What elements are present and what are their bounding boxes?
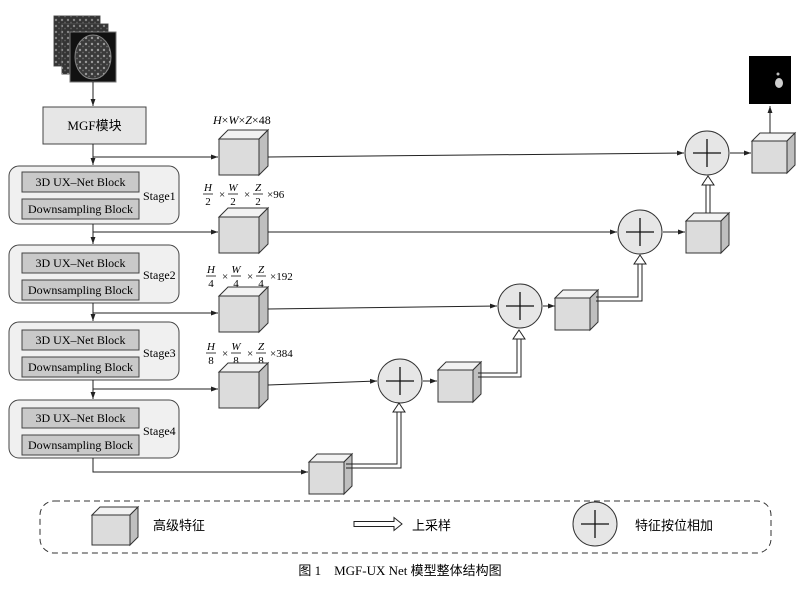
feature-cubes (217, 128, 797, 496)
stage-2-block1-label: 3D UX–Net Block (36, 256, 126, 270)
legend-upsample-icon (353, 516, 403, 532)
bottleneck-cube (307, 452, 354, 496)
svg-text:4: 4 (208, 278, 214, 290)
svg-text:W: W (231, 341, 241, 353)
dim-label-1: H×W×Z×48 (212, 113, 271, 127)
stage-1: 3D UX–Net Block Downsampling Block Stage… (8, 165, 180, 225)
feature-cube-2 (217, 206, 270, 255)
add-circle-3 (617, 209, 663, 255)
legend: 高级特征 上采样 特征按位相加 (39, 500, 772, 554)
svg-text:4: 4 (258, 278, 264, 290)
legend-cube-shape (90, 505, 140, 547)
stage-4-block1-label: 3D UX–Net Block (36, 411, 126, 425)
dim-label-4: H 8 × W 8 × Z 8 ×384 (206, 341, 293, 367)
legend-upsample-label: 上采样 (412, 518, 451, 533)
stage-3-name: Stage3 (143, 346, 176, 360)
stage-3-block2-label: Downsampling Block (28, 360, 133, 374)
legend-add-label: 特征按位相加 (635, 518, 713, 533)
svg-text:×: × (244, 189, 250, 201)
stage-2-block2-label: Downsampling Block (28, 283, 133, 297)
feature-cube-3 (217, 285, 270, 334)
add-circles (377, 130, 730, 404)
feature-cube-4 (217, 361, 270, 410)
svg-text:8: 8 (208, 355, 214, 367)
svg-text:W: W (228, 182, 238, 194)
svg-text:2: 2 (230, 196, 236, 208)
svg-text:H: H (206, 264, 216, 276)
stage-1-block2-label: Downsampling Block (28, 202, 133, 216)
svg-text:4: 4 (233, 278, 239, 290)
svg-text:Z: Z (258, 341, 265, 353)
feature-cube-1 (217, 128, 270, 177)
upsample-arrows (346, 175, 715, 469)
stage-3: 3D UX–Net Block Downsampling Block Stage… (8, 321, 180, 381)
stage-4: 3D UX–Net Block Downsampling Block Stage… (8, 399, 180, 459)
stage-4-block2-label: Downsampling Block (28, 438, 133, 452)
decoder-cube-3 (684, 211, 731, 255)
svg-text:×192: ×192 (270, 271, 293, 283)
stage-2-name: Stage2 (143, 268, 176, 282)
legend-add-icon (572, 501, 618, 547)
add-circle-1 (377, 358, 423, 404)
svg-text:W: W (231, 264, 241, 276)
stage-3-block1-label: 3D UX–Net Block (36, 333, 126, 347)
add-circle-2 (497, 283, 543, 329)
svg-text:×: × (247, 271, 253, 283)
add-circle-4 (684, 130, 730, 176)
mgf-module-label: MGF模块 (67, 118, 121, 133)
figure-caption: 图 1 MGF-UX Net 模型整体结构图 (298, 563, 501, 578)
svg-text:H×W×Z×48: H×W×Z×48 (212, 113, 271, 127)
svg-text:×: × (219, 189, 225, 201)
svg-text:H: H (203, 182, 213, 194)
stage-1-block1-label: 3D UX–Net Block (36, 175, 126, 189)
output-segmentation-image (749, 56, 791, 104)
svg-text:×: × (222, 271, 228, 283)
decoder-cube-1 (436, 360, 483, 404)
dim-label-2: H 2 × W 2 × Z 2 ×96 (203, 182, 285, 208)
svg-text:2: 2 (205, 196, 211, 208)
legend-feature-icon (90, 505, 140, 547)
svg-text:2: 2 (255, 196, 261, 208)
stage-1-name: Stage1 (143, 189, 176, 203)
svg-text:×384: ×384 (270, 348, 293, 360)
svg-text:Z: Z (258, 264, 265, 276)
stage-2: 3D UX–Net Block Downsampling Block Stage… (8, 244, 180, 304)
input-mri-stack (53, 15, 117, 83)
svg-text:H: H (206, 341, 216, 353)
svg-text:×96: ×96 (267, 189, 285, 201)
legend-feature-label: 高级特征 (153, 518, 205, 533)
svg-text:Z: Z (255, 182, 262, 194)
stage-4-name: Stage4 (143, 424, 176, 438)
svg-text:×: × (222, 348, 228, 360)
mgf-module-box: MGF模块 (42, 106, 147, 145)
dim-label-3: H 4 × W 4 × Z 4 ×192 (206, 264, 293, 290)
decoder-cube-2 (553, 288, 600, 332)
svg-text:8: 8 (258, 355, 264, 367)
svg-text:×: × (247, 348, 253, 360)
decoder-cube-4 (750, 131, 797, 175)
svg-text:8: 8 (233, 355, 239, 367)
